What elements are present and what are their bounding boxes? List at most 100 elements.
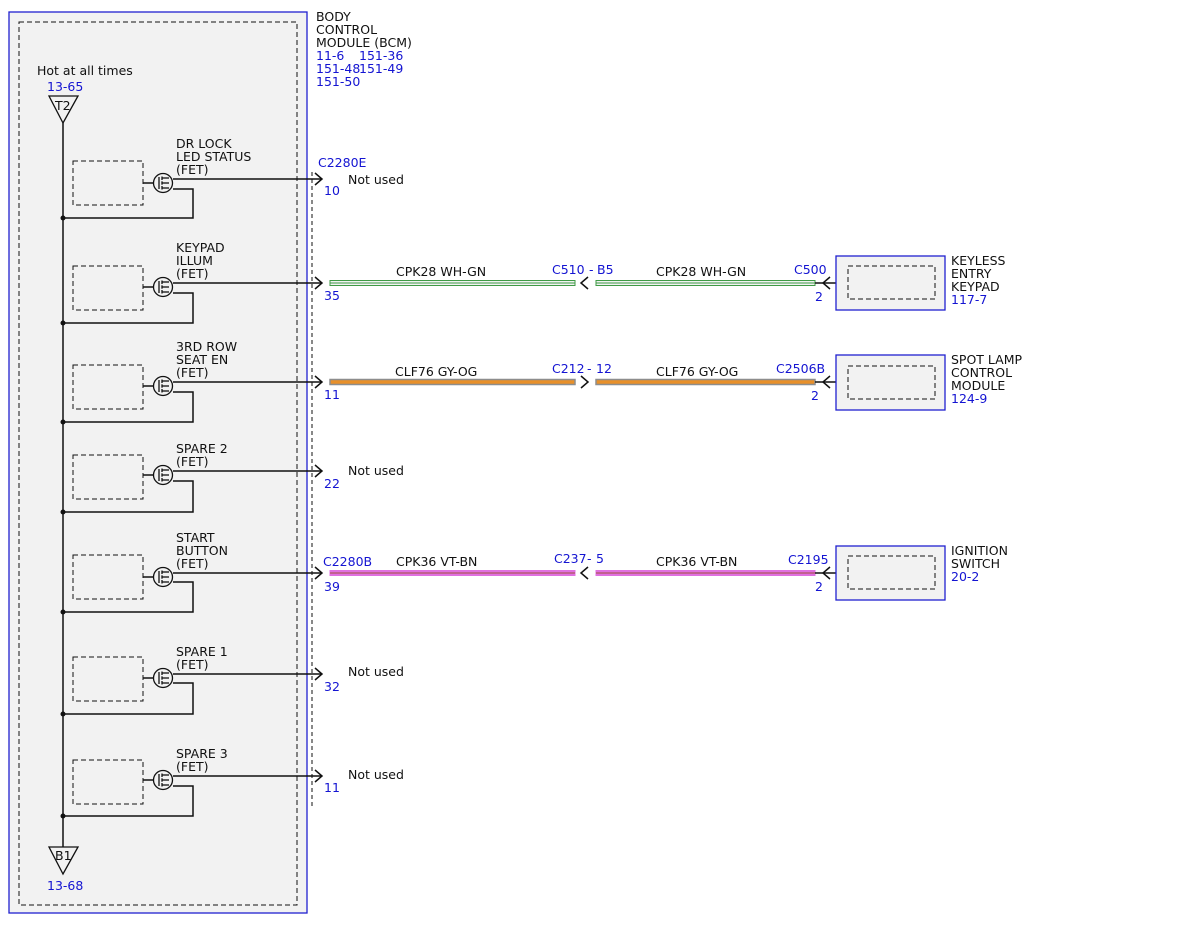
pin-number: 11 <box>324 387 340 402</box>
bus-tap <box>63 581 194 613</box>
output-keypad-illum: KEYPAD ILLUM (FET) 35 <box>60 240 340 326</box>
connector-arrow-icon <box>314 566 324 580</box>
component-name-1: SPOT LAMP <box>951 352 1023 367</box>
component-name-1: IGNITION <box>951 543 1008 558</box>
output-label-3: (FET) <box>176 365 208 380</box>
inline-connector-arrow-icon <box>580 375 590 389</box>
driver-box <box>72 454 144 500</box>
bus-junction <box>60 320 66 326</box>
inline-connector-id[interactable]: C510 <box>552 262 585 277</box>
bus-tap <box>63 682 194 715</box>
power-top-tag: T2 <box>54 98 71 113</box>
bcm-ref-1[interactable]: 11-6 <box>316 48 344 63</box>
bus-junction <box>60 711 66 717</box>
inline-connector-arrow-icon <box>579 566 589 580</box>
inline-connector-id[interactable]: C212 <box>552 361 585 376</box>
end-pin-number: 2 <box>811 388 819 403</box>
end-pin-number: 2 <box>815 579 823 594</box>
connector-arrow-icon <box>314 172 324 186</box>
ground-bottom-ref[interactable]: 13-68 <box>47 878 83 893</box>
wire-label-left: CPK28 WH-GN <box>396 264 486 279</box>
wire-label-right: CPK28 WH-GN <box>656 264 746 279</box>
pin-number: 11 <box>324 780 340 795</box>
connector-id[interactable]: C2280E <box>318 155 367 170</box>
bus-junction <box>60 509 66 515</box>
not-used-label: Not used <box>348 463 404 478</box>
output-label-1: SPARE 1 <box>176 644 228 659</box>
end-connector-id[interactable]: C2195 <box>788 552 829 567</box>
output-3rd-row-seat: 3RD ROW SEAT EN (FET) 11 <box>60 339 340 425</box>
ground-bottom-triangle <box>47 846 80 876</box>
wire-segment-left[interactable] <box>329 378 576 386</box>
output-label-3: (FET) <box>176 162 208 177</box>
pin-number: 39 <box>324 579 340 594</box>
component-box[interactable] <box>835 354 946 411</box>
bus-junction <box>60 215 66 221</box>
connector-arrow-icon <box>314 464 324 478</box>
ground-bottom-tag: B1 <box>55 848 72 863</box>
bus-junction <box>60 813 66 819</box>
driver-box <box>72 656 144 702</box>
inline-connector-pin: 5 <box>596 551 604 566</box>
circuit-ignition: CPK36 VT-BN C237 - 5 CPK36 VT-BN C2195 2… <box>329 543 1008 601</box>
not-used-label: Not used <box>348 172 404 187</box>
inline-connector-pin: 12 <box>596 361 612 376</box>
bcm-ref-3[interactable]: 151-48 <box>316 61 360 76</box>
driver-box <box>72 265 144 311</box>
component-box[interactable] <box>835 545 946 601</box>
component-box[interactable] <box>835 255 946 311</box>
wire-label-right: CLF76 GY-OG <box>656 364 738 379</box>
component-name-3: MODULE <box>951 378 1005 393</box>
bcm-inner-boundary <box>18 21 298 906</box>
wire-label-left: CPK36 VT-BN <box>396 554 477 569</box>
not-used-label: Not used <box>348 664 404 679</box>
power-top-ref[interactable]: 13-65 <box>47 79 83 94</box>
output-spare-2: SPARE 2 (FET) 22 Not used <box>60 441 404 515</box>
component-name-3: KEYPAD <box>951 279 1000 294</box>
bcm-ref-4[interactable]: 151-49 <box>359 61 403 76</box>
output-label-2: LED STATUS <box>176 149 251 164</box>
end-connector-id[interactable]: C2506B <box>776 361 825 376</box>
bus-tap <box>63 391 194 423</box>
component-ref[interactable]: 117-7 <box>951 292 987 307</box>
pin-number: 35 <box>324 288 340 303</box>
bus-junction <box>60 609 66 615</box>
driver-box <box>72 759 144 805</box>
wire-label-right: CPK36 VT-BN <box>656 554 737 569</box>
bus-tap <box>63 480 194 513</box>
end-pin-number: 2 <box>815 289 823 304</box>
output-spare-3: SPARE 3 (FET) 11 Not used <box>60 746 404 819</box>
connector-arrow-icon <box>314 276 324 290</box>
inline-connector-id[interactable]: C237 <box>554 551 587 566</box>
output-label-1: DR LOCK <box>176 136 232 151</box>
bus-tap <box>63 188 194 219</box>
pin-number: 10 <box>324 183 340 198</box>
end-connector-arrow-icon <box>821 276 831 290</box>
connector-id[interactable]: C2280B <box>323 554 372 569</box>
component-ref[interactable]: 124-9 <box>951 391 987 406</box>
bcm-title: BODY CONTROL MODULE (BCM) 11-6 151-36 15… <box>316 9 412 89</box>
driver-box <box>72 364 144 410</box>
bcm-ref-5[interactable]: 151-50 <box>316 74 360 89</box>
output-label-1: KEYPAD <box>176 240 225 255</box>
output-label-1: SPARE 2 <box>176 441 228 456</box>
wire-segment-right[interactable] <box>595 378 816 386</box>
end-connector-arrow-icon <box>821 375 831 389</box>
output-label-2: (FET) <box>176 657 208 672</box>
bus-tap <box>63 292 194 324</box>
connector-arrow-icon <box>314 667 324 681</box>
output-label-3: (FET) <box>176 266 208 281</box>
component-ref[interactable]: 20-2 <box>951 569 979 584</box>
pin-number: 32 <box>324 679 340 694</box>
output-start-button: START BUTTON (FET) C2280B 39 <box>60 530 372 615</box>
power-label: Hot at all times <box>37 63 133 78</box>
wire-label-left: CLF76 GY-OG <box>395 364 477 379</box>
bcm-ref-2[interactable]: 151-36 <box>359 48 403 63</box>
output-label-2: BUTTON <box>176 543 228 558</box>
bcm-name-line-2: CONTROL <box>316 22 377 37</box>
end-connector-id[interactable]: C500 <box>794 262 827 277</box>
component-name-2: ENTRY <box>951 266 992 281</box>
connector-arrow-icon <box>314 769 324 783</box>
output-label-1: 3RD ROW <box>176 339 237 354</box>
